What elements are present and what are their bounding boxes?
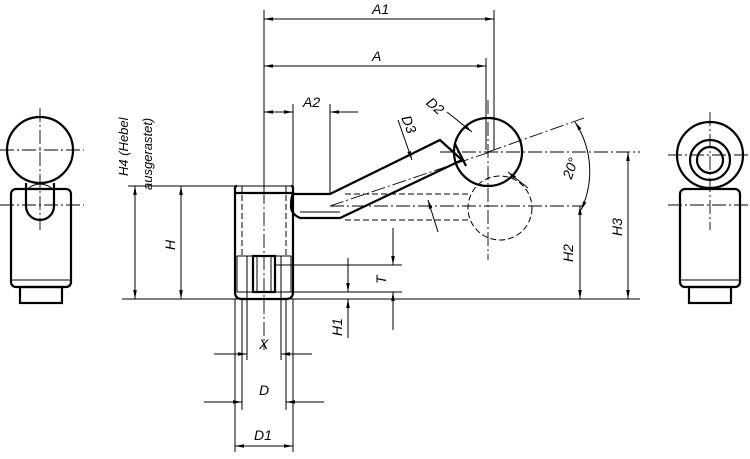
- left-view: [0, 108, 84, 305]
- insert-right: [274, 255, 292, 293]
- lever-arm: [289, 138, 464, 220]
- label-A: A: [371, 48, 381, 64]
- insert-left: [236, 255, 254, 293]
- lever-ball-disengaged: [467, 175, 533, 241]
- left-view-base: [18, 285, 64, 305]
- label-H1: H1: [329, 318, 345, 336]
- label-T: T: [373, 274, 389, 284]
- left-view-body: [9, 187, 73, 289]
- label-D2: D2: [423, 94, 447, 118]
- label-H: H: [162, 239, 178, 250]
- label-A2: A2: [302, 94, 320, 110]
- dimension-labels: A1 A A2 D2 D3 20° H4 (Hebel ausgerastet)…: [116, 1, 625, 443]
- label-X: X: [258, 336, 269, 352]
- label-H4-line2: ausgerastet): [140, 118, 155, 190]
- main-view: [122, 14, 640, 350]
- label-H4-line1: H4 (Hebel: [116, 116, 131, 176]
- dimensions: [128, 10, 630, 452]
- label-angle: 20°: [559, 155, 582, 182]
- label-D: D: [259, 382, 269, 398]
- label-D3: D3: [398, 113, 420, 136]
- label-H3: H3: [609, 218, 625, 236]
- right-view-base: [687, 285, 733, 305]
- right-view: [668, 112, 750, 305]
- label-A1: A1: [371, 1, 389, 17]
- label-H2: H2: [560, 244, 576, 262]
- label-D1: D1: [254, 427, 272, 443]
